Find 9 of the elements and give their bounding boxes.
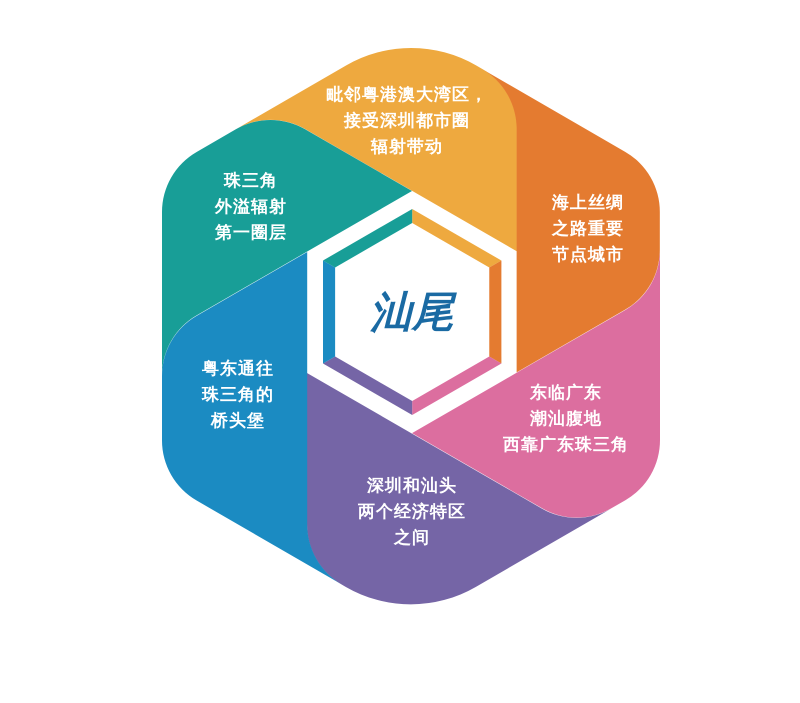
segment-text: 毗邻粤港澳大湾区，接受深圳都市圈辐射带动: [326, 84, 488, 159]
hexagon-segment: [162, 252, 342, 584]
segment-text: 珠三角外溢辐射第一圈层: [215, 170, 287, 245]
segment-text: 粤东通往珠三角的桥头堡: [202, 358, 274, 433]
hexagon-segment: [307, 372, 612, 604]
segment-text: 深圳和汕头两个经济特区之间: [358, 475, 466, 550]
segment-text: 海上丝绸之路重要节点城市: [552, 192, 624, 267]
hexagon-segment: [482, 69, 660, 372]
segment-text: 东临广东潮汕腹地西靠广东珠三角: [503, 382, 629, 457]
